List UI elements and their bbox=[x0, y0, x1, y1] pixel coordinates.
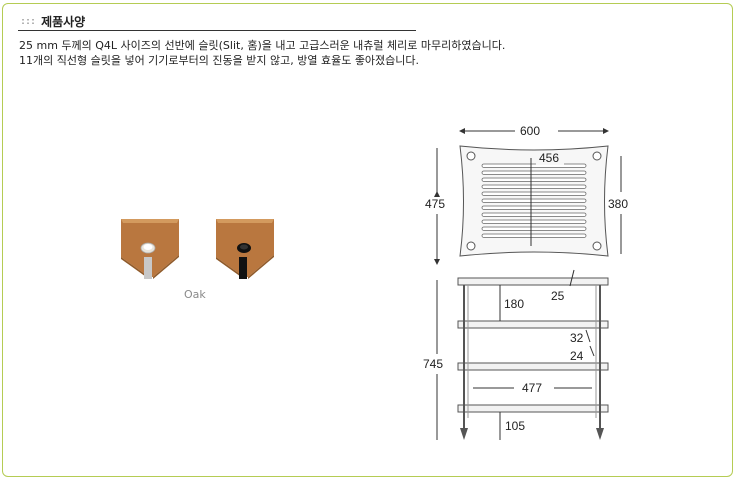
dim-shelf-gap: 180 bbox=[504, 297, 524, 311]
shelf-slit bbox=[481, 219, 587, 224]
dim-gap-24: 24 bbox=[570, 349, 584, 363]
side-view: 745 180 25 32 24 477 105 bbox=[423, 269, 609, 440]
dim-inner-width: 477 bbox=[522, 381, 542, 395]
shelf-slit bbox=[481, 177, 587, 182]
oak-sample-dark-cap-image bbox=[216, 219, 274, 279]
shelf-slit bbox=[481, 184, 587, 189]
finish-label: Oak bbox=[184, 288, 206, 301]
shelf-slit bbox=[481, 163, 587, 168]
shelf-slit bbox=[481, 198, 587, 203]
oak-sample-light-cap-image bbox=[121, 219, 179, 279]
dim-total-height: 745 bbox=[423, 357, 443, 371]
shelf-slits bbox=[481, 163, 587, 238]
dim-gap-32: 32 bbox=[570, 331, 584, 345]
section-title: 제품사양 bbox=[41, 14, 86, 29]
description-line-1: 25 mm 두께의 Q4L 사이즈의 선반에 슬릿(Slit, 홈)을 내고 고… bbox=[19, 39, 506, 52]
bullet-dots-icon: ::: bbox=[20, 15, 36, 27]
dim-slot-depth: 380 bbox=[608, 197, 628, 211]
shelf-slit bbox=[481, 212, 587, 217]
shelf-slit bbox=[481, 233, 587, 238]
shelf-slit bbox=[481, 191, 587, 196]
description: 25 mm 두께의 Q4L 사이즈의 선반에 슬릿(Slit, 홈)을 내고 고… bbox=[19, 38, 505, 68]
dim-top-depth: 475 bbox=[425, 197, 445, 211]
top-view: 600 456 475 380 bbox=[425, 124, 628, 265]
shelf-slit bbox=[481, 226, 587, 231]
shelf-slit bbox=[481, 205, 587, 210]
dim-slot-width: 456 bbox=[539, 151, 559, 165]
description-line-2: 11개의 직선형 슬릿을 넣어 기기로부터의 진동을 받지 않고, 방열 효율도… bbox=[19, 54, 420, 67]
title-divider bbox=[18, 30, 416, 31]
dim-foot-height: 105 bbox=[505, 419, 525, 433]
shelf-slit bbox=[481, 170, 587, 175]
dim-shelf-thickness: 25 bbox=[551, 289, 565, 303]
dimension-diagram: 600 456 475 380 745 180 25 bbox=[423, 124, 628, 440]
dim-top-width: 600 bbox=[520, 124, 540, 138]
section-header: ::: 제품사양 bbox=[20, 12, 85, 30]
